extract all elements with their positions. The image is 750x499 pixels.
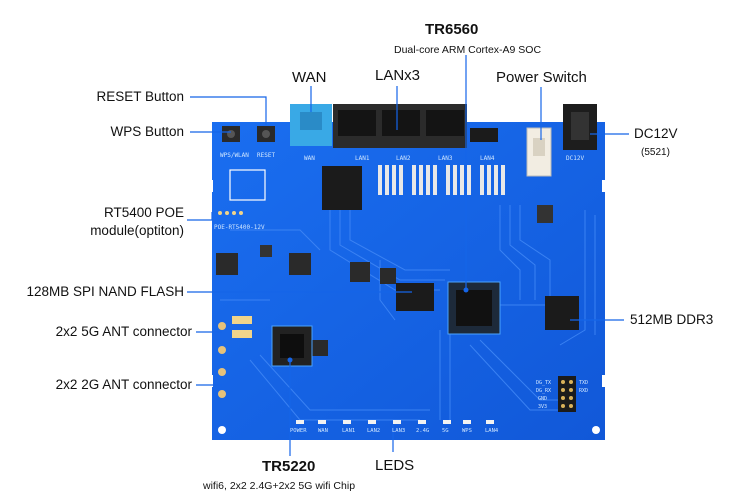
inductor [289,253,311,275]
led-row [296,420,494,424]
silk-lan4: LAN4 [480,155,495,162]
inductor [350,262,370,282]
label-power-switch: Power Switch [496,69,587,86]
inductor [380,268,396,284]
silk-dc12v: DC12V [566,155,584,162]
silk-wan: WAN [304,155,315,162]
silk-wps-wlan: WPS/WLAN [220,152,249,159]
wan-port-slot [300,112,322,130]
tr6560-soc-die [456,290,492,326]
dc-jack-hole [571,112,589,140]
silk-led-lan2: LAN2 [367,428,380,434]
nand-flash-chip [396,283,434,311]
label-tr5220: TR5220 [262,458,316,475]
silk-led-lan3: LAN3 [392,428,405,434]
antenna-solder-pads [232,316,252,338]
uart-header [558,376,576,412]
tr5220-die [280,334,304,358]
label-poe-line1: RT5400 POE [103,205,184,220]
label-poe-line2: module(optiton) [90,223,184,238]
silk-reset: RESET [257,152,275,159]
pcb-traces [220,205,596,421]
silk-led-5g: 5G [442,428,449,434]
label-tr5220-sub: wifi6, 2x2 2.4G+2x2 5G wifi Chip [203,480,356,492]
lan-ports [333,104,467,148]
silk-txd: TXD [579,380,588,386]
label-nand-flash: 128MB SPI NAND FLASH [26,284,184,299]
silk-3v3: 3V3 [538,404,547,410]
board-notch [205,180,213,192]
poe-pins [218,211,243,215]
label-dc12v-sub: (5521) [641,147,670,158]
leader-dot [463,287,469,293]
silk-led-power: POWER [290,428,307,434]
smd-part [537,205,553,223]
antenna-connectors [218,322,226,398]
inductor [216,253,238,275]
silk-lan3: LAN3 [438,155,453,162]
power-switch-knob [533,138,545,156]
silk-lan2: LAN2 [396,155,411,162]
label-reset-button: RESET Button [96,89,184,104]
silk-gnd: GND [538,396,547,402]
silk-led-wps: WPS [462,428,472,434]
mounting-holes [218,426,600,434]
label-wan: WAN [292,69,327,86]
label-dc12v: DC12V [634,126,678,141]
board-notch [602,180,610,192]
lan-transformer-chip [322,166,362,210]
label-ddr3: 512MB DDR3 [630,312,714,327]
silk-poe: POE-RT5400-12V [214,224,265,231]
leader-lines [187,55,629,456]
header-connector [470,128,498,142]
leader-dot [287,357,293,363]
silk-dg-rx: DG_RX [536,388,551,394]
label-leds: LEDS [375,457,415,474]
smd-part [312,340,328,356]
label-ant5g: 2x2 5G ANT connector [55,324,192,339]
label-wps-button: WPS Button [110,124,184,139]
silk-dg-tx: DG_TX [536,380,551,386]
label-ant2g: 2x2 2G ANT connector [55,377,192,392]
component-row [378,165,505,195]
label-tr6560-sub: Dual-core ARM Cortex-A9 SOC [394,44,542,56]
ddr3-chip [545,296,579,330]
silk-led-lan4: LAN4 [485,428,499,434]
label-lanx3: LANx3 [375,67,421,84]
silk-led-lan1: LAN1 [342,428,355,434]
smd-part [260,245,272,257]
silk-rxd: RXD [579,388,588,394]
label-tr6560: TR6560 [425,21,479,38]
silk-led-2g: 2.4G [416,428,429,434]
board-notch [602,375,610,387]
silk-led-wan: WAN [318,428,328,434]
poe-module-outline [229,169,266,201]
silk-lan1: LAN1 [355,155,370,162]
board-notch [205,375,213,387]
